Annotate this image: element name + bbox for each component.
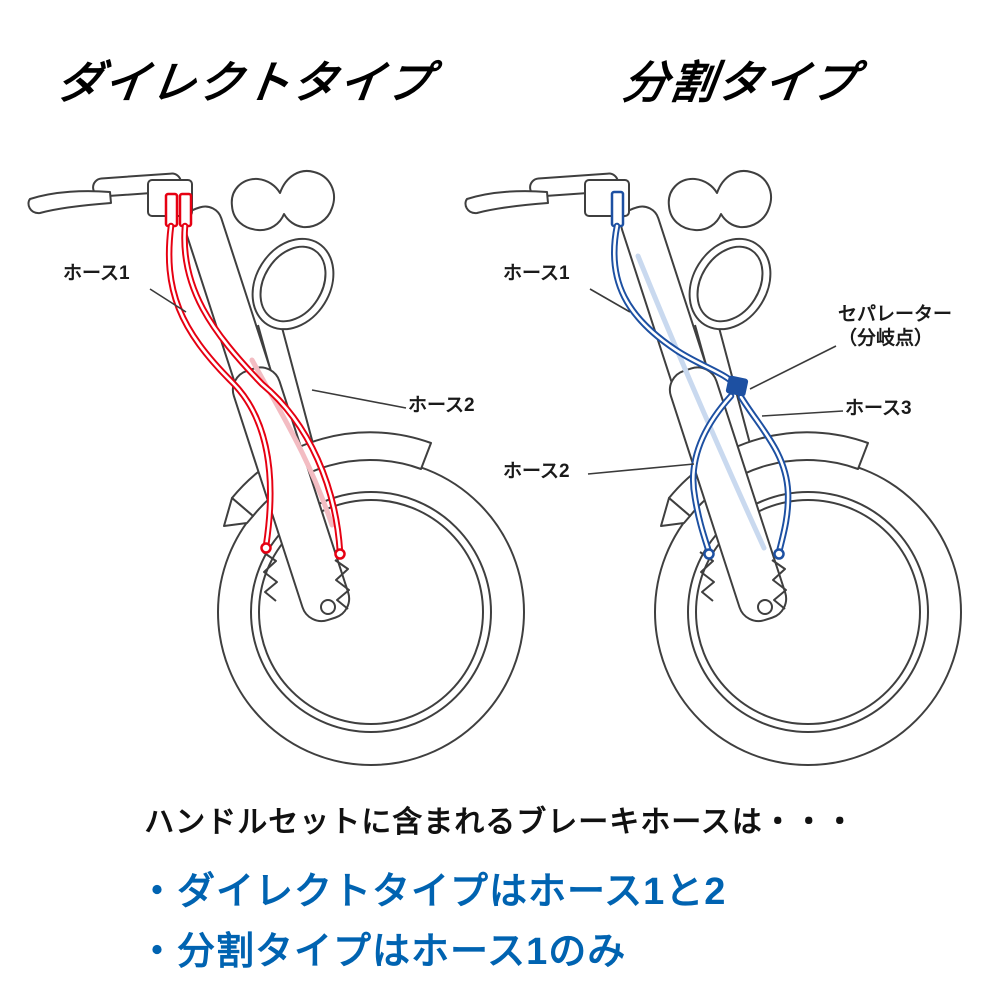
leader-direct-hose1 — [149, 288, 187, 313]
leader-split-separator — [749, 345, 837, 390]
caption-heading: ハンドルセットに含まれるブレーキホースは・・・ — [144, 806, 856, 839]
direct-hose2-core — [183, 224, 342, 554]
direct-hose1-core — [167, 224, 272, 548]
label-split-hose3: ホース3 — [845, 398, 912, 419]
label-split-separator: セパレーター （分岐点） — [838, 304, 953, 349]
caption-bullet-direct: ・ダイレクトタイプはホース1と2 — [138, 871, 727, 913]
leader-split-hose2 — [587, 463, 695, 475]
split-hose-fitting — [610, 190, 625, 228]
split-hose2-core — [691, 394, 733, 554]
split-hose2-banjo — [703, 548, 715, 560]
label-split-hose2: ホース2 — [503, 461, 570, 482]
direct-type-drawing — [27, 169, 525, 766]
split-hose3-core — [739, 395, 790, 554]
caption-bullet-split: ・分割タイプはホース1のみ — [138, 931, 627, 973]
leader-lines — [149, 288, 844, 475]
direct-hose1-banjo — [260, 542, 272, 554]
label-direct-hose2: ホース2 — [408, 395, 475, 416]
label-split-hose1: ホース1 — [503, 263, 570, 284]
leader-direct-hose2 — [311, 389, 407, 409]
direct-hose-hidden-section — [249, 357, 335, 528]
split-hose-hidden-section — [635, 253, 767, 551]
split-hoses — [610, 190, 792, 560]
separator-block — [725, 375, 749, 397]
leader-split-hose1 — [589, 288, 631, 313]
direct-hoses — [164, 192, 346, 560]
direct-hose2-banjo — [334, 548, 346, 560]
direct-hose-fitting-1 — [164, 192, 179, 228]
leader-split-hose3 — [761, 410, 844, 417]
split-hose1-core — [612, 224, 738, 388]
split-hose3-banjo — [773, 548, 785, 560]
direct-hose-fitting-2 — [178, 192, 193, 228]
label-direct-hose1: ホース1 — [63, 263, 130, 284]
split-type-drawing — [464, 169, 962, 766]
